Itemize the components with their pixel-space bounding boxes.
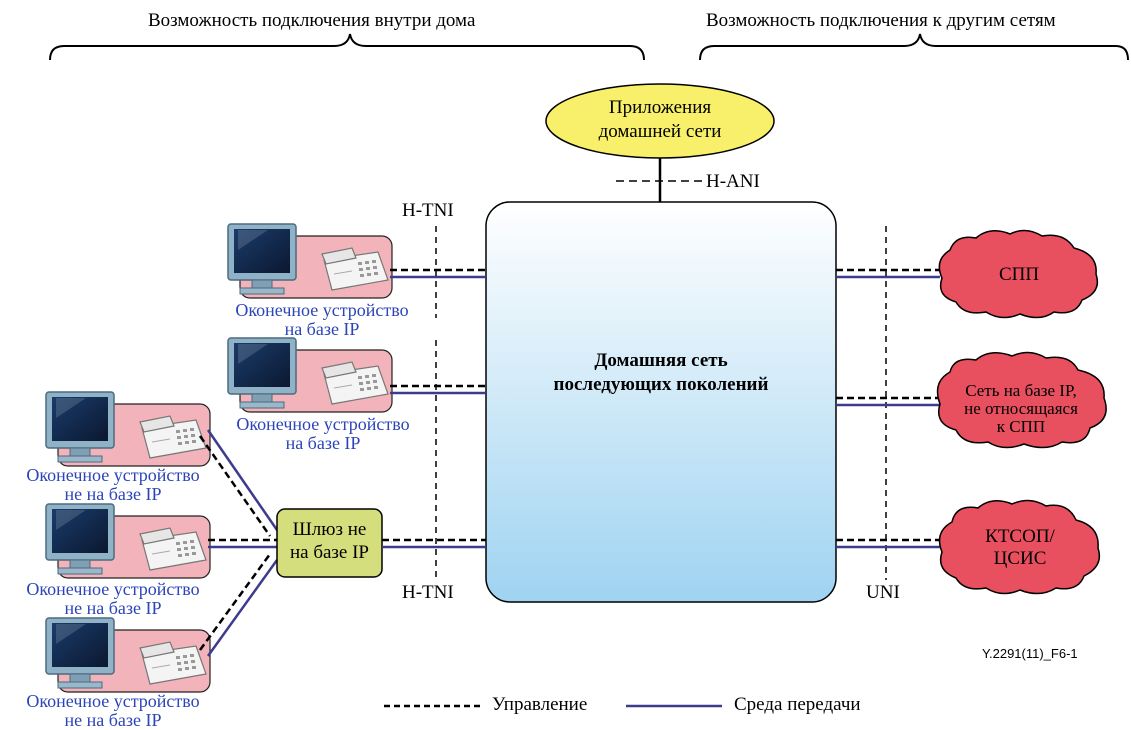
ip-device-2-label-line2: на базе IP — [285, 433, 361, 453]
nonip-device-3-label: Оконечное устройство не на базе IP — [4, 692, 222, 730]
ip-device-1 — [227, 223, 393, 299]
cloud-ipnet-line2: не относящаяся — [964, 399, 1078, 418]
cloud-ipnet-line1: Сеть на базе IP, — [965, 381, 1077, 400]
ip-device-2 — [227, 337, 393, 413]
connections-nonip — [198, 429, 279, 657]
nonip-device-1-label: Оконечное устройство не на базе IP — [4, 466, 222, 504]
header-right: Возможность подключения к другим сетям — [706, 10, 1056, 31]
header-left: Возможность подключения внутри дома — [148, 10, 476, 31]
ip-device-2-label: Оконечное устройство на базе IP — [214, 415, 432, 453]
h-tni-label-bottom: H-TNI — [402, 582, 454, 603]
cloud-pstn-line1: КТСОП/ — [985, 526, 1055, 547]
cloud-ipnet-line3: к СПП — [996, 417, 1046, 436]
cloud-spp — [938, 229, 1099, 319]
nonip-device-2-label-line2: не на базе IP — [64, 598, 162, 618]
cloud-ipnet-label: Сеть на базе IP, не относящаяся к СПП — [940, 382, 1102, 436]
nonip-device-1 — [45, 391, 211, 467]
applications-label-line1: Приложения — [608, 97, 712, 118]
nonip-device-2-label: Оконечное устройство не на базе IP — [4, 580, 222, 618]
nonip-device-2-label-line1: Оконечное устройство — [26, 579, 200, 599]
home-network-label: Домашняя сеть последующих поколений — [511, 349, 811, 397]
gateway-label: Шлюз не на базе IP — [277, 518, 382, 564]
figure-id: Y.2291(11)_F6-1 — [982, 646, 1078, 661]
home-network-box — [485, 201, 837, 603]
nonip-device-3-label-line2: не на базе IP — [64, 710, 162, 730]
cloud-pstn — [938, 499, 1101, 595]
nonip-device-2 — [45, 503, 211, 579]
home-network-label-line2: последующих поколений — [553, 374, 769, 395]
ip-device-1-label-line2: на базе IP — [284, 319, 360, 339]
left-brace — [49, 33, 645, 61]
legend-transport-label: Среда передачи — [734, 694, 861, 715]
gateway-box — [276, 508, 383, 578]
right-brace — [699, 33, 1129, 61]
uni-label: UNI — [866, 582, 900, 603]
connection-gateway — [382, 538, 486, 549]
cloud-spp-label: СПП — [998, 264, 1040, 285]
applications-label: Приложения домашней сети — [560, 96, 760, 144]
cloud-pstn-label: КТСОП/ ЦСИС — [944, 526, 1096, 570]
h-ani-label: H-ANI — [706, 171, 760, 192]
connection-ipnet — [836, 396, 940, 407]
connection-ip-device-2 — [390, 384, 486, 395]
nonip-device-3 — [45, 617, 211, 693]
home-network-label-line1: Домашняя сеть — [594, 350, 728, 371]
ip-device-2-label-line1: Оконечное устройство — [236, 414, 410, 434]
legend-control-label: Управление — [492, 694, 588, 715]
cloud-pstn-line2: ЦСИС — [993, 548, 1047, 569]
nonip-device-1-label-line2: не на базе IP — [64, 484, 162, 504]
applications-label-line2: домашней сети — [598, 121, 722, 142]
ip-device-1-label-line1: Оконечное устройство — [235, 300, 409, 320]
gateway-label-line1: Шлюз не — [292, 519, 367, 540]
h-tni-label-top: H-TNI — [402, 200, 454, 221]
nonip-device-3-label-line1: Оконечное устройство — [26, 691, 200, 711]
nonip-device-1-label-line1: Оконечное устройство — [26, 465, 200, 485]
connection-ip-device-1 — [390, 268, 486, 279]
gateway-label-line2: на базе IP — [289, 542, 370, 563]
connection-pstn — [836, 538, 940, 549]
cloud-ipnet — [936, 351, 1107, 449]
connection-spp — [836, 268, 940, 279]
ip-device-1-label: Оконечное устройство на базе IP — [208, 301, 436, 339]
